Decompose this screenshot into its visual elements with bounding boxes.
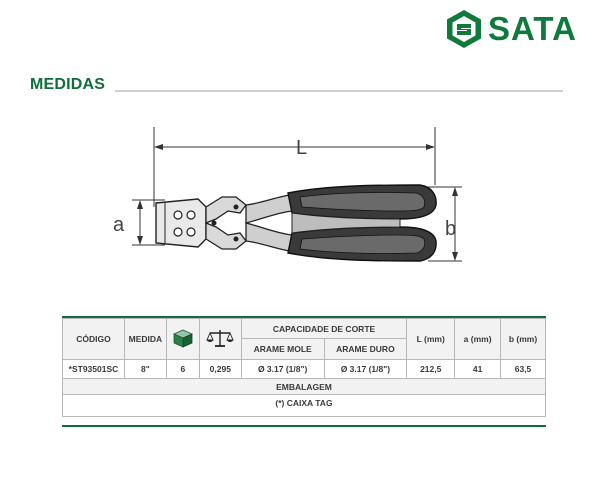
- header-l: L (mm): [406, 318, 456, 360]
- brand-name: SATA: [488, 10, 577, 47]
- header-arame-duro: ARAME DURO: [323, 338, 408, 360]
- embalagem-value: (*) CAIXA TAG: [62, 394, 546, 417]
- section-title: MEDIDAS: [30, 76, 106, 93]
- cutter-dimension-drawing: L a b: [113, 127, 462, 262]
- sata-hexagon-logo-icon: [447, 10, 481, 48]
- dim-b-label: b: [445, 218, 456, 240]
- header-arame-mole: ARAME MOLE: [240, 338, 325, 360]
- dim-a-label: a: [113, 214, 125, 236]
- cell-peso: 0,295: [198, 359, 242, 379]
- table-top-rule: [62, 316, 546, 319]
- cell-arame-duro: Ø 3.17 (1/8"): [323, 359, 408, 379]
- section-title-rule: [115, 90, 563, 92]
- cell-l: 212,5: [406, 359, 456, 379]
- header-quantity: [165, 318, 200, 360]
- table-bottom-rule: [62, 425, 546, 427]
- dim-length-label: L: [296, 137, 307, 159]
- table-row: *ST93501SC 8" 6 0,295 Ø 3.17 (1/8") Ø 3.…: [62, 359, 546, 379]
- header-b: b (mm): [500, 318, 546, 360]
- header-capacidade: CAPACIDADE DE CORTE: [240, 318, 408, 339]
- cell-arame-mole: Ø 3.17 (1/8"): [240, 359, 325, 379]
- package-box-icon: [172, 329, 193, 348]
- cell-medida: 8": [123, 359, 167, 379]
- cell-codigo: *ST93501SC: [62, 359, 125, 379]
- cell-qty: 6: [165, 359, 200, 379]
- header-codigo: CÓDIGO: [62, 318, 125, 360]
- spec-table: CÓDIGO MEDIDA CAPACIDADE DE CORTE L (mm)…: [62, 318, 546, 417]
- header-weight: [198, 318, 242, 360]
- balance-scale-icon: [206, 330, 234, 347]
- embalagem-label: EMBALAGEM: [62, 378, 546, 395]
- header-a: a (mm): [454, 318, 502, 360]
- cell-b: 63,5: [500, 359, 546, 379]
- cell-a: 41: [454, 359, 502, 379]
- header-medida: MEDIDA: [123, 318, 167, 360]
- brand-logo: SATA: [443, 8, 593, 50]
